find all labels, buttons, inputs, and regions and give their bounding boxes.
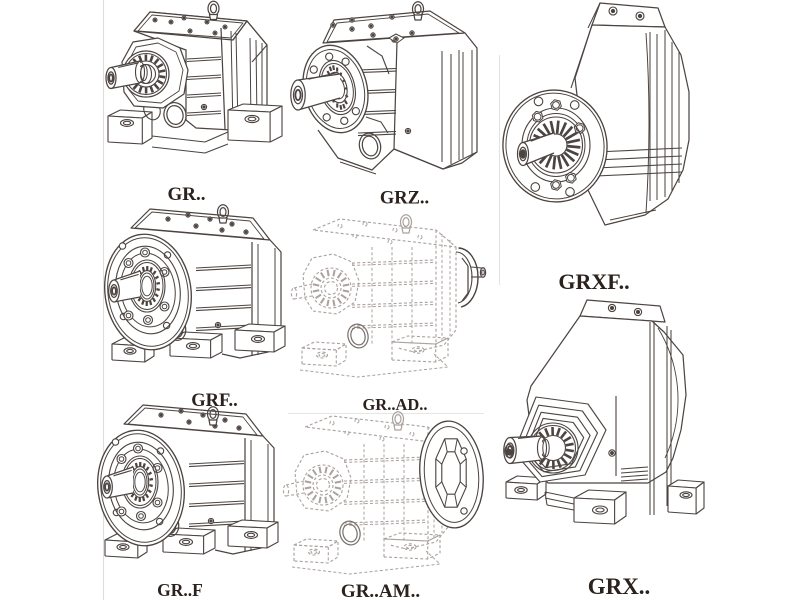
- svg-text:GR..: GR..: [168, 184, 206, 205]
- svg-text:GR..AM..: GR..AM..: [341, 581, 420, 600]
- svg-text:GR..AD..: GR..AD..: [362, 395, 427, 414]
- svg-text:GRZ..: GRZ..: [380, 189, 429, 209]
- svg-text:GR..F: GR..F: [157, 580, 203, 600]
- svg-text:GRX..: GRX..: [588, 574, 651, 599]
- svg-text:GRXF..: GRXF..: [558, 269, 629, 294]
- svg-text:GRF..: GRF..: [191, 391, 238, 411]
